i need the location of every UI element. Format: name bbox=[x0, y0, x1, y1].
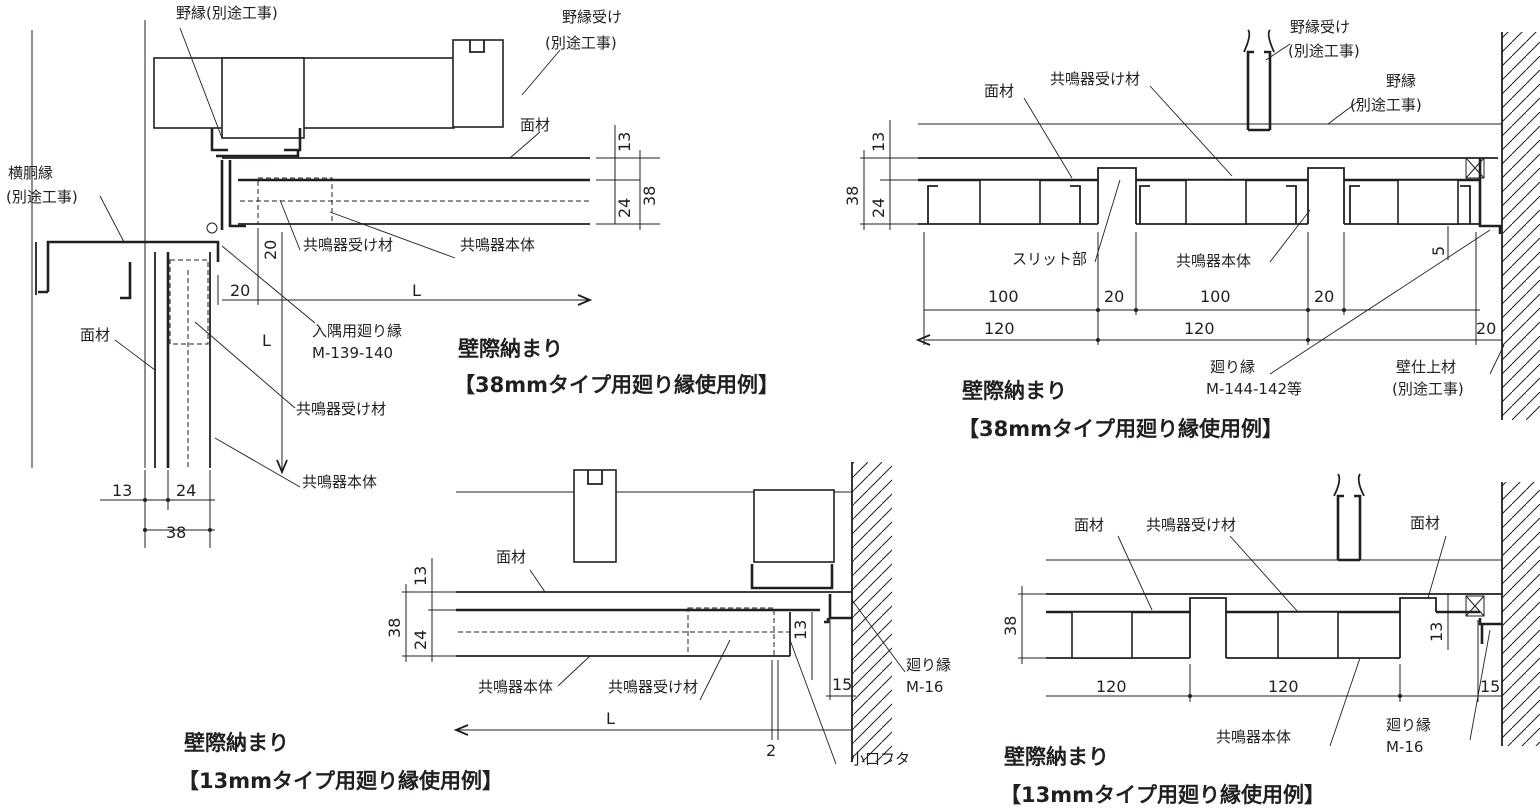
dim-100: 100 bbox=[1200, 287, 1231, 306]
dim-13: 13 bbox=[112, 481, 132, 500]
panel-top-right-38mm bbox=[860, 29, 1540, 420]
label-menzai: 面材 bbox=[1410, 514, 1440, 532]
label-menzai: 面材 bbox=[80, 326, 110, 344]
caption-subtitle-13: 【13mmタイプ用廻り縁使用例】 bbox=[1000, 783, 1325, 807]
label-m16: M-16 bbox=[1386, 738, 1423, 756]
label-yokodoubuchi: 横胴縁 bbox=[8, 164, 53, 182]
dim-100: 100 bbox=[988, 287, 1019, 306]
label-betto: (別途工事) bbox=[545, 34, 617, 52]
dim-38: 38 bbox=[640, 186, 659, 206]
dim-13: 13 bbox=[615, 132, 634, 152]
caption-title: 壁際納まり bbox=[458, 337, 563, 361]
dim-120: 120 bbox=[1184, 319, 1215, 338]
panel-bottom-left-text: 面材 共鳴器本体 共鳴器受け材 廻り縁 M-16 小口フタ L 2 15 13 … bbox=[178, 548, 951, 793]
label-m144: M-144-142等 bbox=[1206, 380, 1302, 398]
dim-13: 13 bbox=[869, 132, 888, 152]
label-noukeuke: 野縁受け bbox=[562, 8, 622, 26]
panel-bottom-right-13mm bbox=[1018, 473, 1540, 747]
label-mawaribuchi: 廻り縁 bbox=[906, 656, 951, 674]
dim-120: 120 bbox=[1096, 677, 1127, 696]
caption-title: 壁際納まり bbox=[184, 731, 289, 755]
label-mawaribuchi: 廻り縁 bbox=[1386, 716, 1431, 734]
label-kyomeiki-ukezai: 共鳴器受け材 bbox=[1050, 70, 1140, 88]
dim-20: 20 bbox=[230, 281, 250, 300]
label-kyomeiki-ukezai: 共鳴器受け材 bbox=[303, 236, 393, 254]
panel-top-left-text: 野縁(別途工事) 野縁受け (別途工事) 面材 横胴縁 (別途工事) 共鳴器受け… bbox=[6, 4, 779, 542]
label-koguchi-futa: 小口フタ bbox=[850, 750, 910, 768]
label-betto: (別途工事) bbox=[1288, 42, 1360, 60]
dim-24: 24 bbox=[176, 481, 196, 500]
label-kyomeiki-hontai: 共鳴器本体 bbox=[460, 236, 535, 254]
label-menzai: 面材 bbox=[984, 82, 1014, 100]
panel-top-left-38mm bbox=[31, 20, 660, 548]
dim-20: 20 bbox=[1104, 287, 1124, 306]
label-noukeuke: 野縁受け bbox=[1290, 18, 1350, 36]
dim-20: 20 bbox=[1314, 287, 1334, 306]
dim-13: 13 bbox=[411, 566, 430, 586]
caption-title: 壁際納まり bbox=[1004, 745, 1109, 769]
caption-title: 壁際納まり bbox=[962, 379, 1067, 403]
label-nobuchi: 野縁 bbox=[1386, 72, 1416, 90]
dim-L: L bbox=[412, 281, 421, 300]
label-kyomeiki-ukezai: 共鳴器受け材 bbox=[296, 400, 386, 418]
dim-24: 24 bbox=[869, 198, 888, 218]
label-betto: (別途工事) bbox=[1392, 380, 1464, 398]
label-menzai: 面材 bbox=[520, 116, 550, 134]
label-kyomeiki-hontai: 共鳴器本体 bbox=[1216, 728, 1291, 746]
dim-2: 2 bbox=[766, 741, 776, 760]
dim-24: 24 bbox=[615, 198, 634, 218]
label-betto: (別途工事) bbox=[6, 188, 78, 206]
label-betto: (別途工事) bbox=[1350, 96, 1422, 114]
label-kabe-shiagezai: 壁仕上材 bbox=[1396, 358, 1456, 376]
label-m139: M-139-140 bbox=[312, 344, 393, 362]
dim-38: 38 bbox=[166, 523, 186, 542]
dim-5: 5 bbox=[1429, 246, 1448, 256]
dim-120: 120 bbox=[1268, 677, 1299, 696]
dim-15: 15 bbox=[1480, 677, 1500, 696]
label-kyomeiki-ukezai: 共鳴器受け材 bbox=[1146, 516, 1236, 534]
caption-subtitle-38: 【38mmタイプ用廻り縁使用例】 bbox=[454, 373, 779, 397]
dim-L: L bbox=[606, 709, 615, 728]
dim-20: 20 bbox=[1476, 319, 1496, 338]
caption-subtitle-38: 【38mmタイプ用廻り縁使用例】 bbox=[958, 417, 1283, 441]
label-kyomeiki-hontai: 共鳴器本体 bbox=[1176, 252, 1251, 270]
dim-38: 38 bbox=[385, 618, 404, 638]
panel-top-right-text: 野縁受け (別途工事) 共鳴器受け材 野縁 面材 (別途工事) スリット部 共鳴… bbox=[843, 18, 1496, 441]
caption-subtitle-13: 【13mmタイプ用廻り縁使用例】 bbox=[178, 769, 503, 793]
panel-bottom-left-13mm bbox=[402, 462, 906, 765]
label-iritsumi-mawaribuchi: 入隅用廻り縁 bbox=[312, 322, 402, 340]
label-kyomeiki-ukezai: 共鳴器受け材 bbox=[608, 678, 698, 696]
label-m16: M-16 bbox=[906, 678, 943, 696]
label-mawaribuchi: 廻り縁 bbox=[1210, 358, 1255, 376]
dim-L: L bbox=[262, 331, 271, 350]
label-kyomeiki-hontai: 共鳴器本体 bbox=[302, 473, 377, 491]
label-menzai: 面材 bbox=[1074, 516, 1104, 534]
label-kyomeiki-hontai: 共鳴器本体 bbox=[478, 678, 553, 696]
label-menzai: 面材 bbox=[496, 548, 526, 566]
label-slit: スリット部 bbox=[1012, 250, 1087, 268]
dim-24: 24 bbox=[411, 630, 430, 650]
dim-38: 38 bbox=[1001, 616, 1020, 636]
dim-38: 38 bbox=[843, 186, 862, 206]
dim-120: 120 bbox=[984, 319, 1015, 338]
label-nobuchi-betto: 野縁(別途工事) bbox=[176, 4, 278, 22]
dim-20: 20 bbox=[261, 240, 280, 260]
dim-13: 13 bbox=[1427, 622, 1446, 642]
dim-15: 15 bbox=[832, 675, 852, 694]
dim-13: 13 bbox=[791, 620, 810, 640]
panel-bottom-right-text: 面材 共鳴器受け材 面材 共鳴器本体 廻り縁 M-16 120 120 15 3… bbox=[1000, 514, 1500, 807]
